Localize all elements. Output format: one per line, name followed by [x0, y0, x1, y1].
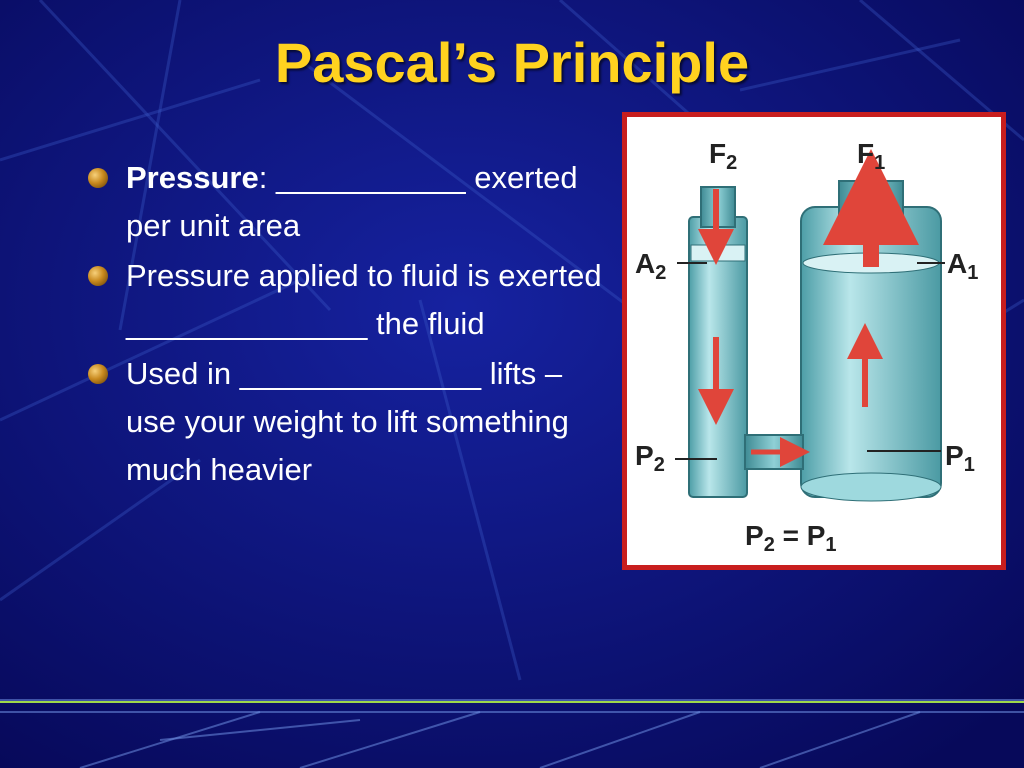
label-f2: F2 — [709, 138, 737, 174]
hydraulic-diagram-frame: F2 F1 A2 A1 P2 P1 P2 = P1 — [622, 112, 1006, 570]
bullet-text: : ___________ exerted per unit area — [126, 160, 578, 243]
bullet-icon — [88, 168, 108, 188]
bullet-icon — [88, 364, 108, 384]
equation-p2-equals-p1: P2 = P1 — [745, 520, 837, 556]
label-a2: A2 — [635, 248, 666, 284]
bullet-item: Pressure applied to fluid is exerted ___… — [88, 252, 608, 348]
leader-lines — [675, 262, 945, 460]
label-f1: F1 — [857, 138, 885, 174]
label-a1: A1 — [947, 248, 978, 284]
slide-title: Pascal’s Principle — [274, 31, 750, 94]
bullet-item: Pressure: ___________ exerted per unit a… — [88, 154, 608, 250]
force-arrows — [698, 149, 919, 467]
bullet-item: Used in ______________ lifts – use your … — [88, 350, 608, 494]
bullet-list: Pressure: ___________ exerted per unit a… — [88, 154, 608, 496]
bullet-text: Used in ______________ lifts – use your … — [126, 356, 569, 487]
bullet-term: Pressure — [126, 160, 259, 195]
bullet-icon — [88, 266, 108, 286]
hydraulic-diagram: F2 F1 A2 A1 P2 P1 P2 = P1 — [635, 138, 978, 556]
bullet-text: Pressure applied to fluid is exerted ___… — [126, 258, 602, 341]
label-p2: P2 — [635, 440, 665, 476]
label-p1: P1 — [945, 440, 975, 476]
